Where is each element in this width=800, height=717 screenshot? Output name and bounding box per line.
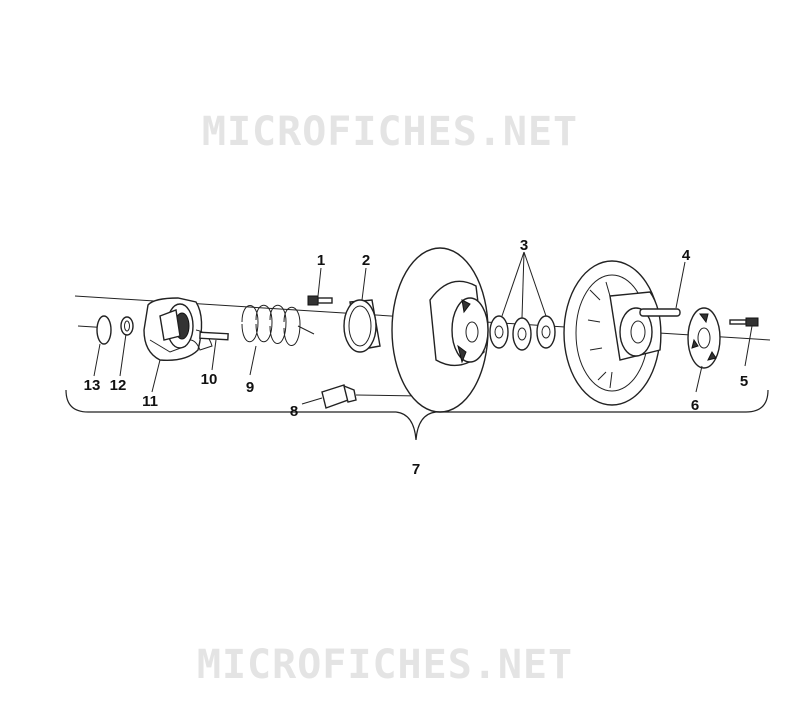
watermark-top: MICROFICHES.NET: [202, 109, 578, 155]
callout-8: 8: [290, 403, 298, 420]
callout-6: 6: [691, 397, 699, 414]
stationary-sheave-part: [563, 260, 662, 406]
retainer-plate-part: [687, 307, 721, 369]
callout-4: 4: [682, 247, 691, 264]
callout-12: 12: [110, 377, 127, 394]
spring-part: [241, 304, 315, 346]
assembly-bracket: [65, 389, 769, 441]
washer-part: [120, 316, 134, 336]
bushing-part: [343, 299, 381, 353]
bolt-part: [729, 317, 759, 327]
leader-lines: [93, 251, 753, 405]
callout-5: 5: [740, 373, 748, 390]
pin-part: [199, 331, 229, 341]
callout-3: 3: [520, 237, 528, 254]
watermark-bottom: MICROFICHES.NET: [197, 642, 573, 688]
callout-2: 2: [362, 252, 370, 269]
screw-part: [307, 295, 333, 306]
callout-10: 10: [201, 371, 218, 388]
sensor-part: [639, 308, 681, 317]
callout-7: 7: [412, 461, 420, 478]
callout-9: 9: [246, 379, 254, 396]
roller-plug-part: [321, 384, 421, 409]
cam-part: [143, 297, 213, 361]
callout-1: 1: [317, 252, 325, 269]
callout-11: 11: [142, 393, 158, 410]
washer-set-part: [489, 315, 556, 351]
callout-13: 13: [84, 377, 101, 394]
snap-ring-part: [96, 315, 112, 345]
moveable-sheave-part: [391, 247, 489, 413]
